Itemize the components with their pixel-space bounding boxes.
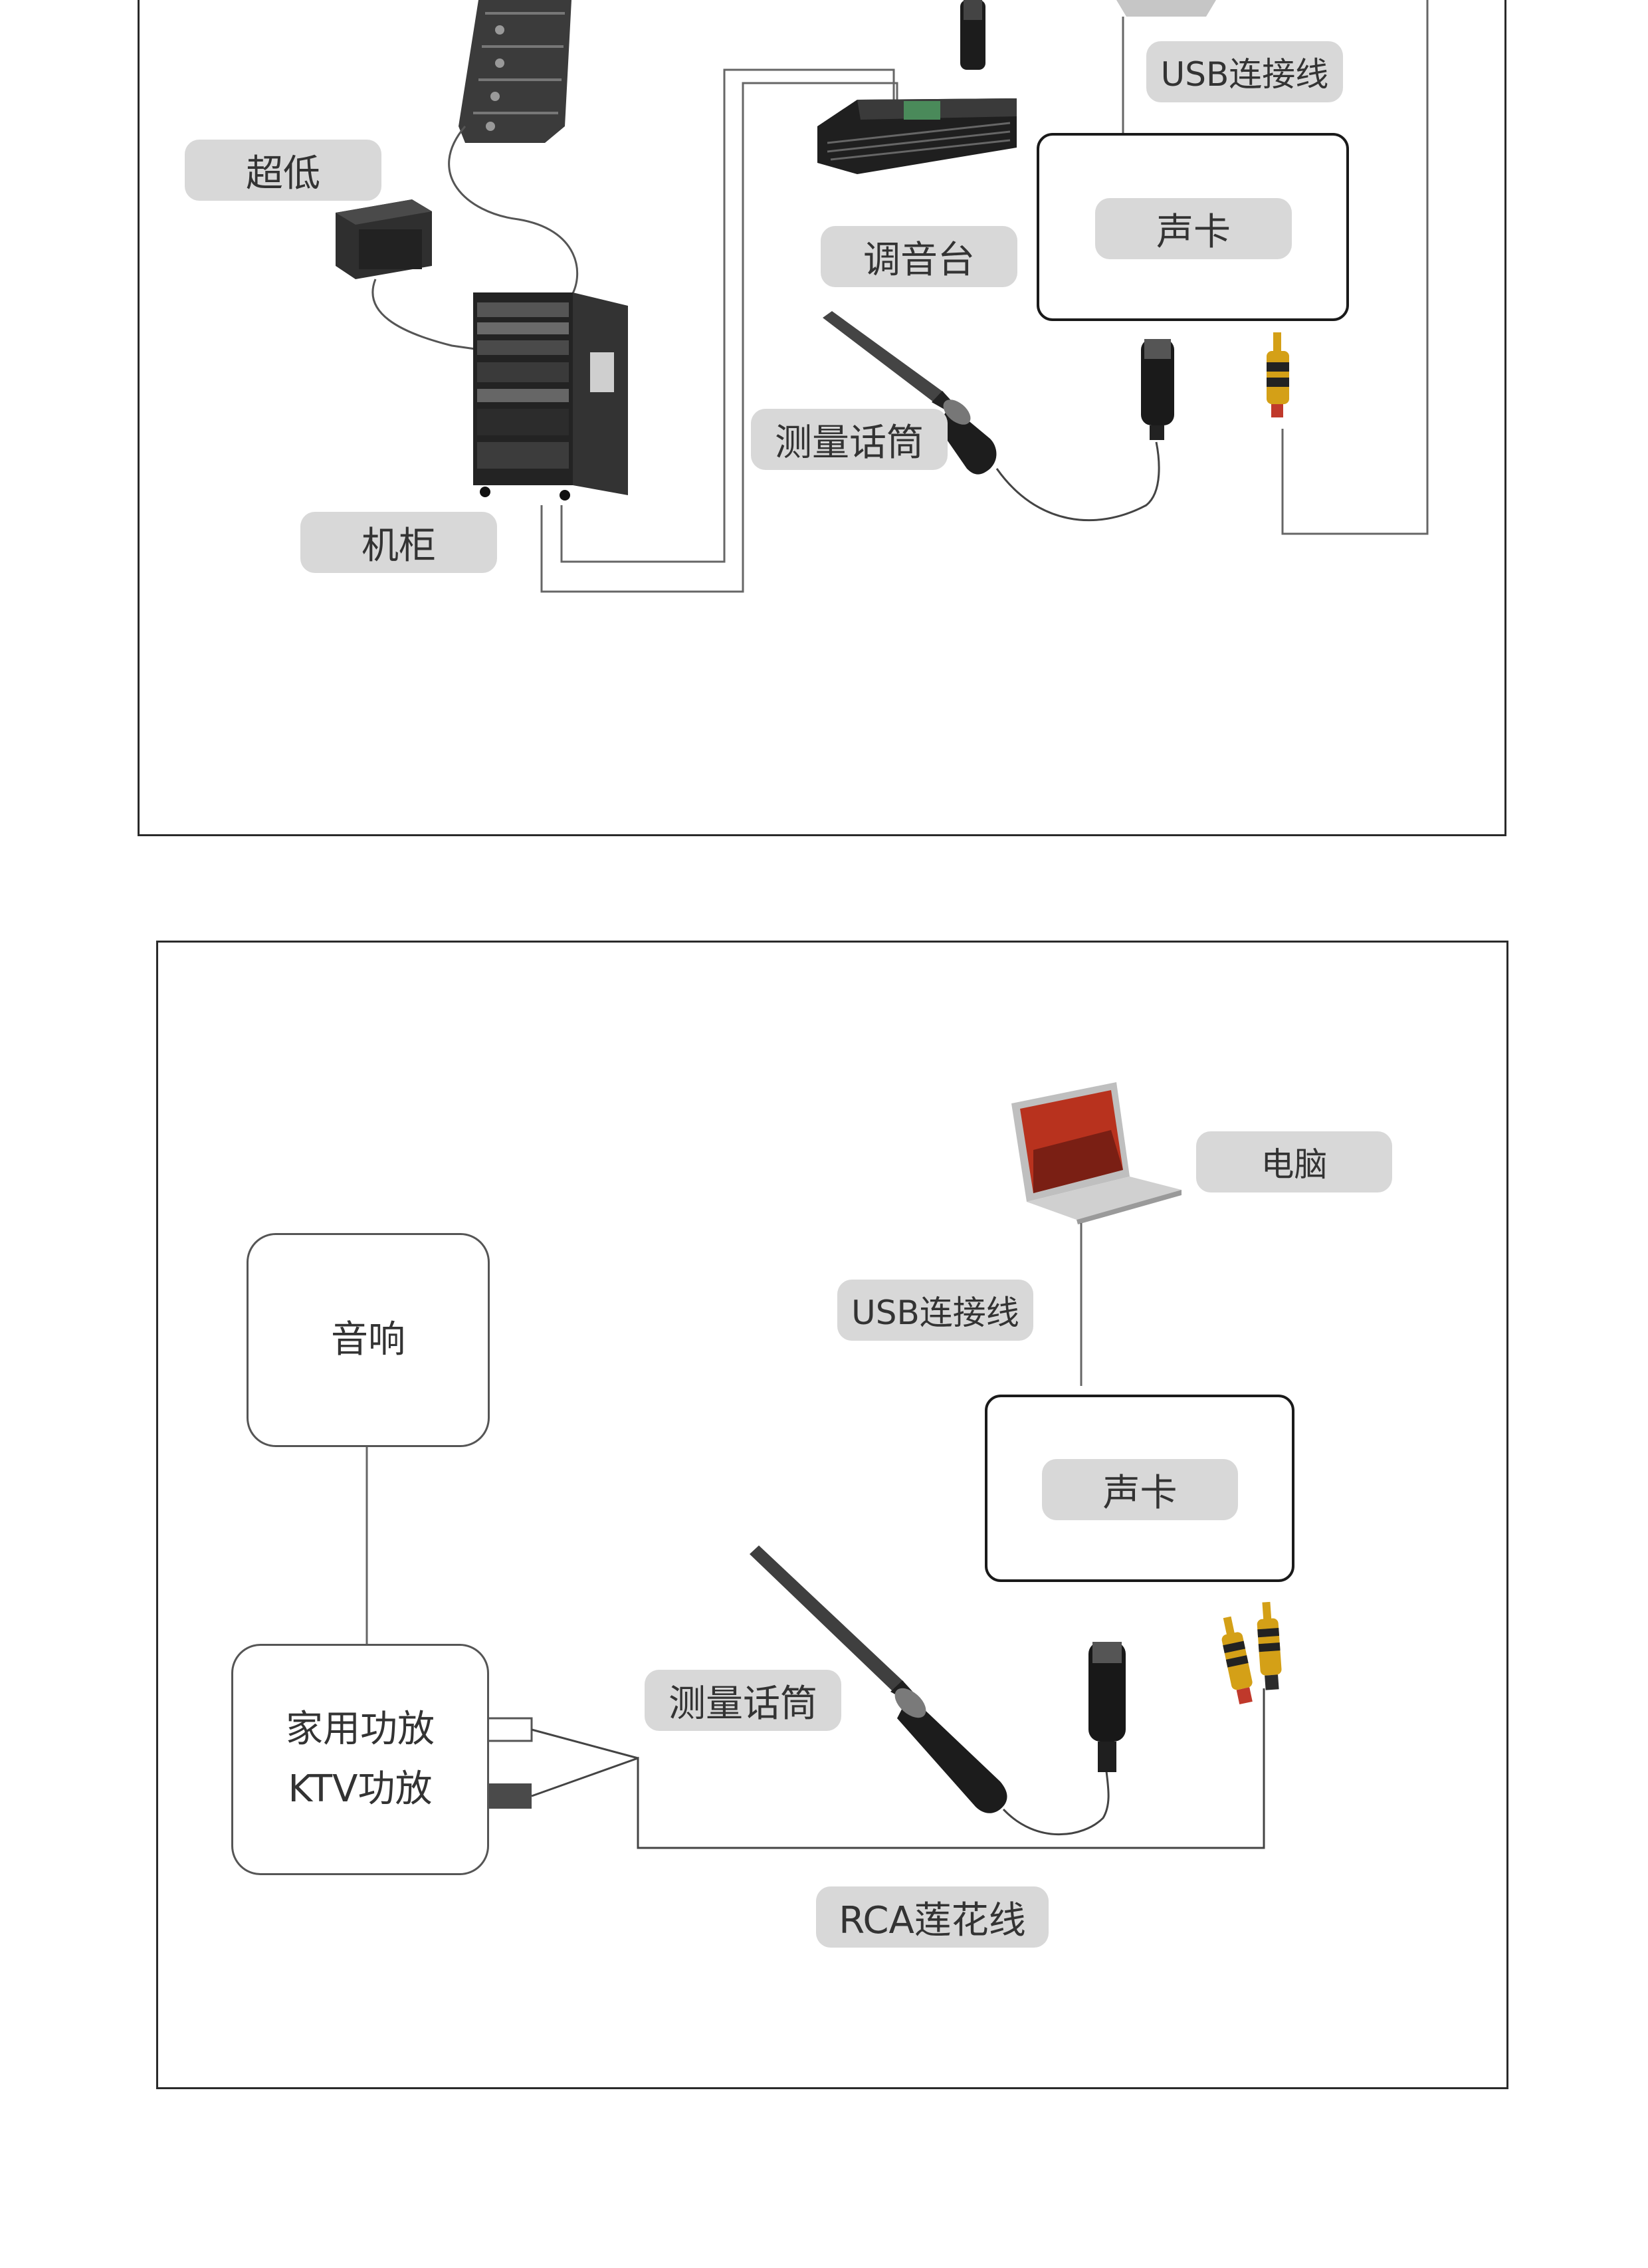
laptop-icon: [1011, 1082, 1182, 1224]
label-usb-cable: USB连接线: [1146, 41, 1343, 102]
amplifier-box: 家用功放 KTV功放: [231, 1644, 489, 1875]
speaker-box: 音响: [247, 1233, 490, 1447]
xlr-cable-a: [560, 68, 895, 563]
rca-pair-icon: [1221, 1601, 1282, 1704]
subwoofer-cable: [371, 279, 476, 350]
amp-output-port-white: [486, 1717, 533, 1742]
label-rca-cable: RCA莲花线: [816, 1886, 1049, 1948]
label-mixer: 调音台: [821, 226, 1017, 287]
mixing-console-icon: [817, 98, 1017, 174]
rca-connector-icon: [1267, 332, 1289, 417]
xlr-cable-b: [540, 82, 898, 593]
label-computer: 电脑: [1196, 1131, 1392, 1192]
label-usb-cable-2: USB连接线: [837, 1280, 1033, 1341]
label-rack: 机柜: [300, 512, 497, 573]
laptop-edge-icon: [1116, 0, 1216, 17]
measurement-mic-icon-2: [750, 1545, 1007, 1813]
label-sound-card-2: 声卡: [1042, 1459, 1238, 1520]
label-subwoofer: 超低: [185, 140, 381, 201]
xlr-male-icon-2: [1088, 1642, 1126, 1772]
mic-cable: [995, 441, 1160, 522]
rca-cable-line-1: [1281, 0, 1429, 535]
amp-output-port-dark: [488, 1783, 532, 1809]
line-array-speaker-icon: [459, 0, 571, 143]
xlr-connector-icon: [960, 0, 985, 70]
amp-label-home: 家用功放: [286, 1708, 435, 1752]
subwoofer-icon: [336, 199, 432, 279]
rca-cable-line-2: [531, 1688, 1265, 1849]
label-measurement-mic: 测量话筒: [751, 409, 948, 470]
label-measurement-mic-2: 测量话筒: [645, 1670, 841, 1731]
xlr-male-icon: [1141, 339, 1174, 440]
amp-label-ktv: KTV功放: [288, 1767, 433, 1811]
label-sound-card: 声卡: [1095, 198, 1292, 259]
speaker-label: 音响: [331, 1318, 405, 1362]
speaker-cable: [448, 126, 579, 296]
mic-cable-2: [1002, 1771, 1110, 1836]
measurement-mic-icon: [823, 311, 997, 475]
equipment-rack-icon: [473, 292, 628, 501]
